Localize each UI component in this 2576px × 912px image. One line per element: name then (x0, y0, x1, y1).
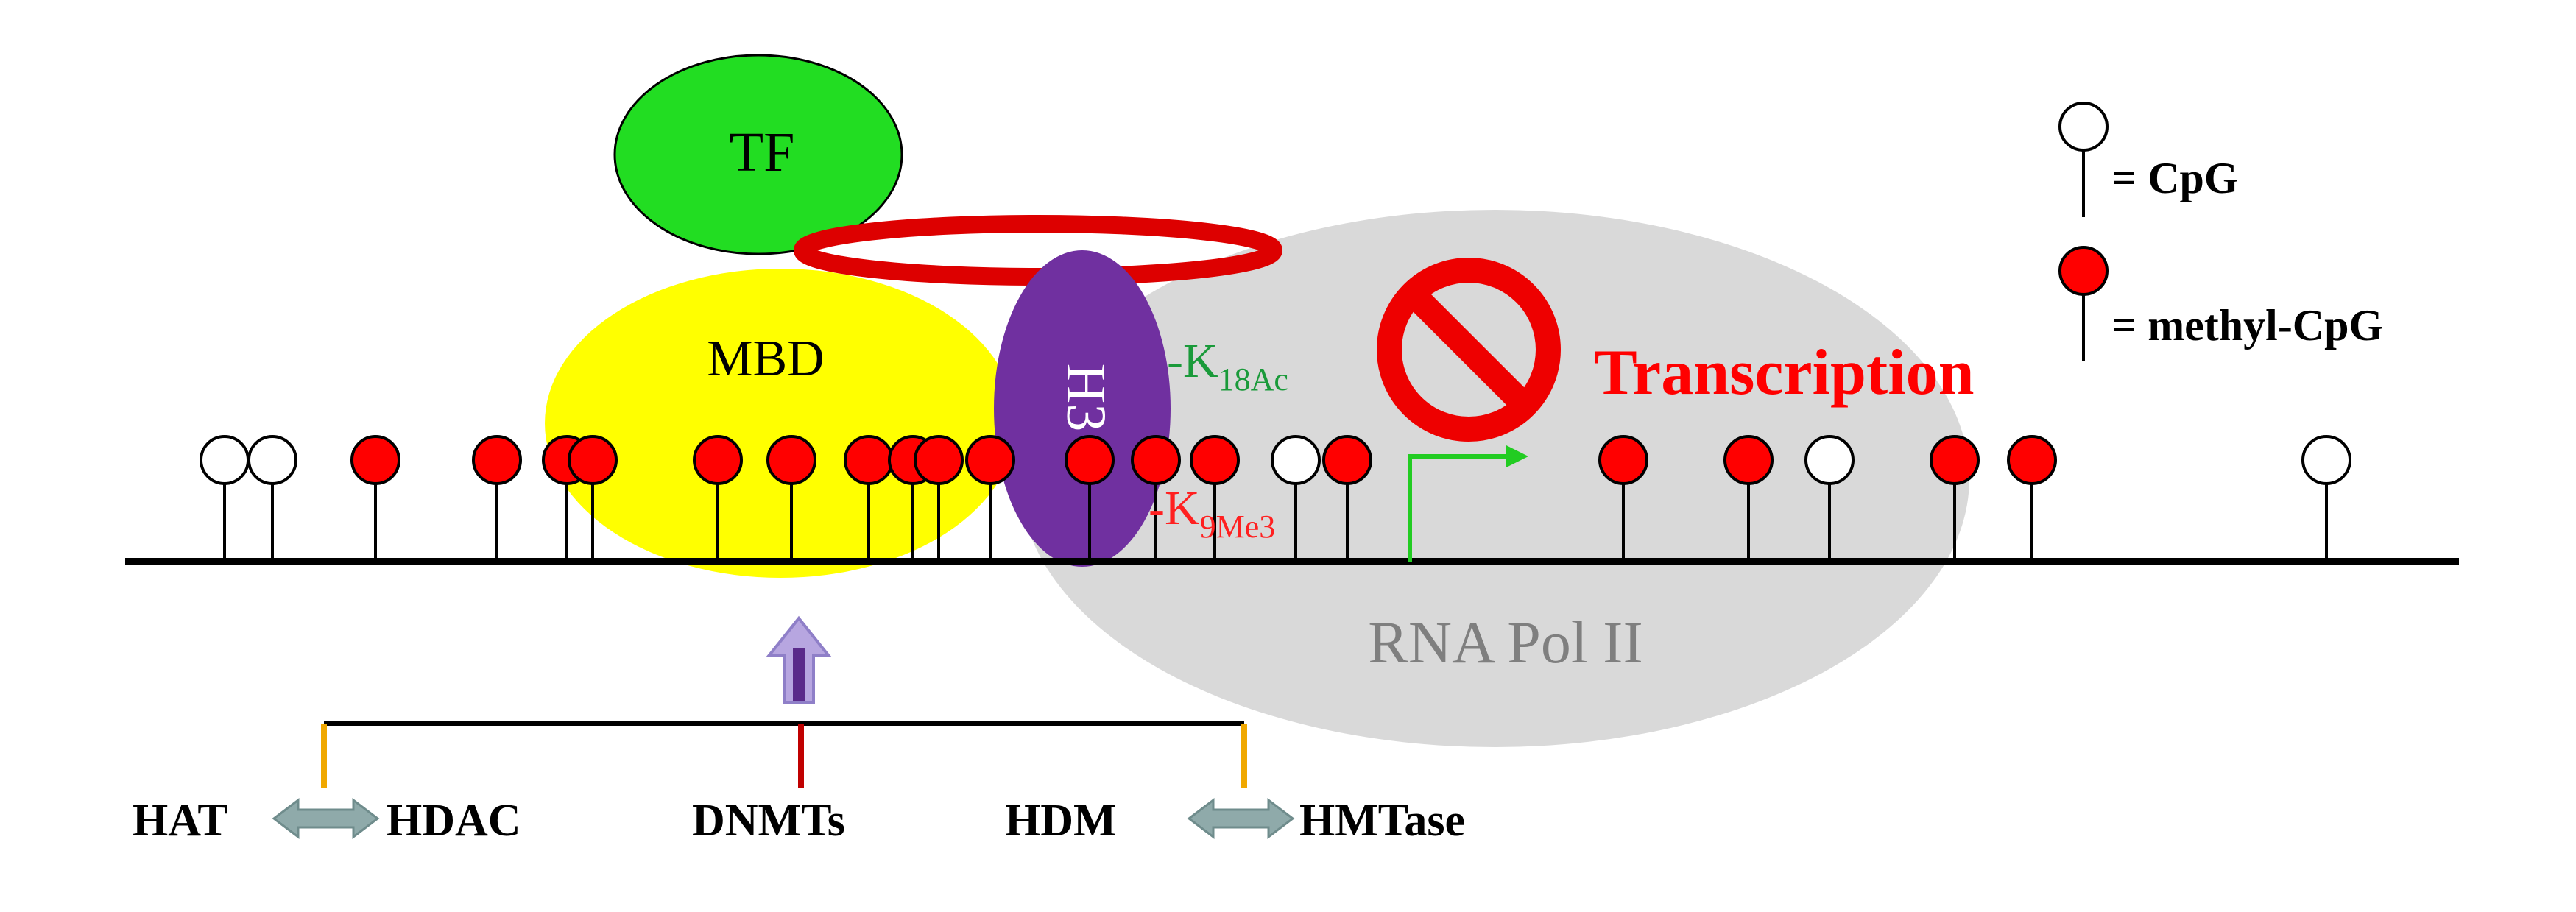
legend: = CpG = methyl-CpG (2058, 102, 2383, 361)
legend-methyl-cpg-symbol (2058, 246, 2109, 361)
cpg-head (1271, 435, 1321, 485)
methyl-cpg-head (1598, 435, 1648, 485)
cpg-head (2301, 435, 2351, 485)
methyl-cpg-head (844, 435, 894, 485)
hdm-label: HDM (1005, 796, 1117, 846)
methyl-cpg-site (1723, 435, 1774, 562)
svg-text:-K18Ac: -K18Ac (1167, 334, 1288, 397)
svg-text:-K9Me3: -K9Me3 (1148, 481, 1275, 545)
k18-acetyl-label: -K18Ac (1167, 334, 1288, 397)
hmtase-label: HMTase (1299, 796, 1465, 846)
cpg-site (2301, 435, 2351, 562)
methyl-cpg-site (472, 435, 522, 562)
mbd-label: MBD (707, 330, 824, 387)
methyl-cpg-site (1065, 435, 1115, 562)
methyl-cpg-site (965, 435, 1015, 562)
methyl-cpg-head (350, 435, 400, 485)
methyl-cpg-head (568, 435, 618, 485)
methyl-cpg-site (1598, 435, 1648, 562)
methyl-cpg-head (965, 435, 1015, 485)
methyl-cpg-head (1930, 435, 1980, 485)
hat-label: HAT (133, 796, 228, 846)
methyl-cpg-head (472, 435, 522, 485)
methyl-cpg-head (766, 435, 816, 485)
legend-cpg-label: = CpG (2111, 154, 2239, 202)
cpg-head (1804, 435, 1855, 485)
methyl-cpg-site (568, 435, 618, 562)
h3-label: H3 (1055, 364, 1117, 432)
rna-pol-ii-complex (1020, 210, 1969, 747)
dnmts-label: DNMTs (692, 796, 845, 846)
methyl-cpg-head (693, 435, 743, 485)
legend-methyl-cpg-label: = methyl-CpG (2111, 301, 2383, 350)
methyl-cpg-site (914, 435, 964, 562)
cpg-head (247, 435, 297, 485)
methyl-cpg-site (693, 435, 743, 562)
methyl-cpg-site (350, 435, 400, 562)
cpg-head (200, 435, 250, 485)
methyl-cpg-site (2007, 435, 2057, 562)
cpg-site (247, 435, 297, 562)
tf-label: TF (730, 121, 795, 183)
methyl-cpg-site (1322, 435, 1372, 562)
k9-trimethyl-label: -K9Me3 (1148, 481, 1275, 545)
methyl-cpg-site (1131, 435, 1181, 562)
mbd-protein (545, 269, 1016, 578)
cpg-site (1271, 435, 1321, 562)
methyl-cpg-head (1131, 435, 1181, 485)
red-ring (794, 215, 1282, 286)
hdac-label: HDAC (387, 796, 521, 846)
cpg-site (1804, 435, 1855, 562)
no-entry-icon (1377, 258, 1561, 442)
methyl-cpg-head (1322, 435, 1372, 485)
up-arrow-icon (766, 615, 832, 704)
h3-histone (994, 250, 1171, 567)
legend-cpg-symbol (2058, 102, 2109, 217)
methyl-cpg-head (1065, 435, 1115, 485)
cpg-site (200, 435, 250, 562)
hdm-hmtase-double-arrow (1187, 797, 1295, 840)
methyl-cpg-head (1190, 435, 1240, 485)
methyl-cpg-site (1930, 435, 1980, 562)
rna-pol-ii-label: RNA Pol II (1368, 609, 1643, 676)
tf-protein (613, 54, 903, 255)
transcription-label: Transcription (1594, 337, 1975, 409)
cpg-sites (200, 435, 2351, 562)
enzyme-bracket (321, 721, 1247, 788)
methyl-cpg-head (914, 435, 964, 485)
tss-arrow (1408, 445, 1528, 562)
methyl-cpg-head (2007, 435, 2057, 485)
methyl-cpg-site (766, 435, 816, 562)
methyl-cpg-site (1190, 435, 1240, 562)
methyl-cpg-head (1723, 435, 1774, 485)
hat-hdac-double-arrow (272, 797, 380, 840)
